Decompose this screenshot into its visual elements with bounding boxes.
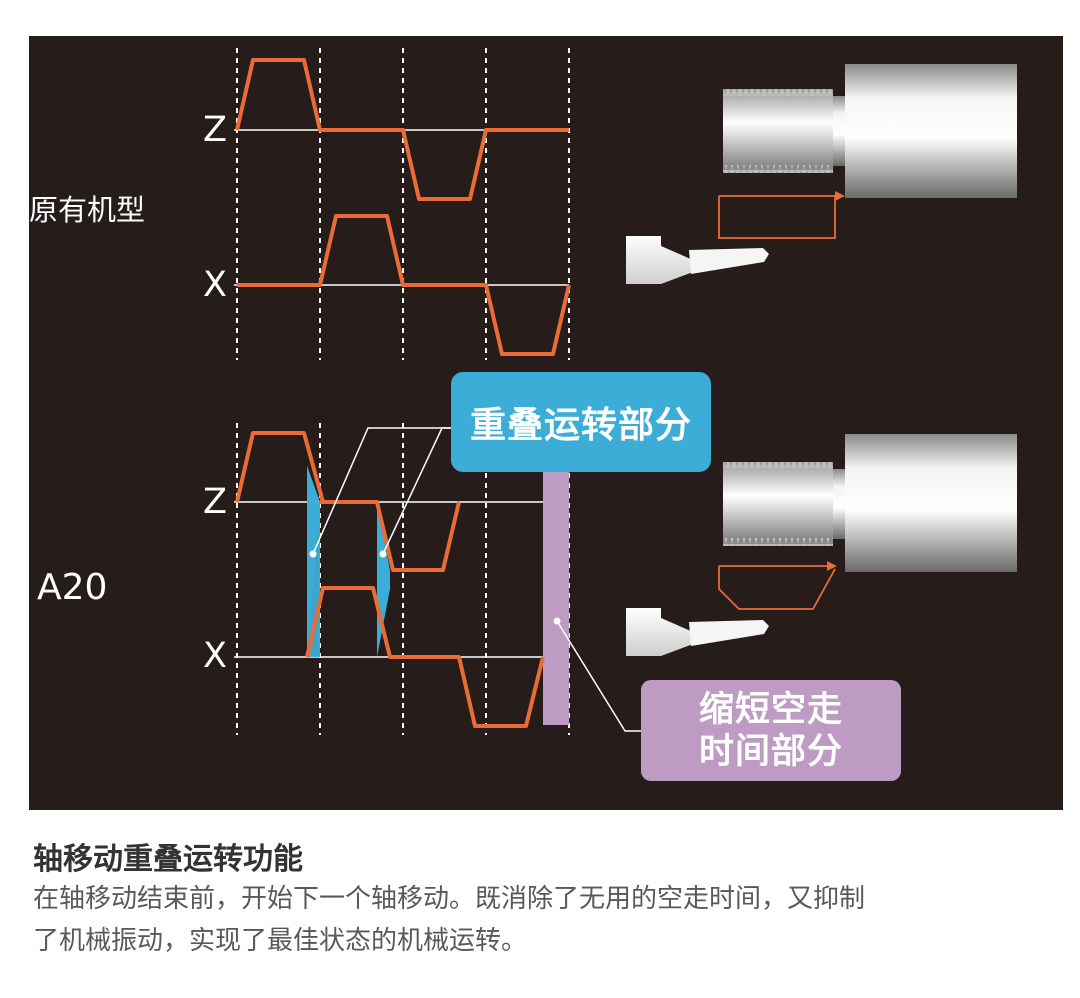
x-signal-original <box>237 214 571 356</box>
caption-title: 轴移动重叠运转功能 <box>33 842 303 877</box>
x-axis-label-original: X <box>203 265 227 305</box>
leader-line <box>556 620 641 732</box>
tool-path-arrow <box>835 191 845 201</box>
leader-line <box>312 427 451 555</box>
shortened-time-region <box>543 472 569 725</box>
z-axis-label-a20: Z <box>203 482 227 522</box>
z-signal-original <box>235 58 569 201</box>
shortened-idle-time-callout: 缩短空走 时间部分 <box>641 680 901 781</box>
timing-diagram <box>234 48 1017 735</box>
tool-path-original <box>718 195 836 239</box>
x-signal-a20 <box>305 586 545 728</box>
leader-dot <box>379 550 387 558</box>
workpiece-illustration-a20 <box>723 434 1017 572</box>
z-axis-label-original: Z <box>203 110 227 150</box>
overlap-operation-callout: 重叠运转部分 <box>451 372 711 472</box>
cutting-tool-a20 <box>626 608 769 656</box>
leader-dot <box>309 550 317 558</box>
shortened-callout-line2: 时间部分 <box>698 731 843 772</box>
x-axis-label-a20: X <box>203 636 227 676</box>
diagram-panel: 原有机型 A20 Z X Z X 重叠运转部分 缩短空走 时间部分 <box>29 36 1063 810</box>
caption-body: 在轴移动结束前，开始下一个轴移动。既消除了无用的空走时间，又抑制 了机械振动，实… <box>33 878 1073 962</box>
caption-body-line1: 在轴移动结束前，开始下一个轴移动。既消除了无用的空走时间，又抑制 <box>33 884 866 914</box>
tool-path-a20 <box>718 565 836 610</box>
leader-dot <box>553 617 561 625</box>
a20-machine-label: A20 <box>37 567 108 608</box>
leader-line <box>382 427 451 555</box>
cutting-tool-original <box>626 236 769 284</box>
workpiece-illustration-original <box>723 64 1017 198</box>
caption-body-line2: 了机械振动，实现了最佳状态的机械运转。 <box>33 926 528 956</box>
original-machine-label: 原有机型 <box>29 193 146 227</box>
shortened-callout-line1: 缩短空走 <box>698 689 843 730</box>
tool-path-arrow <box>827 561 837 571</box>
